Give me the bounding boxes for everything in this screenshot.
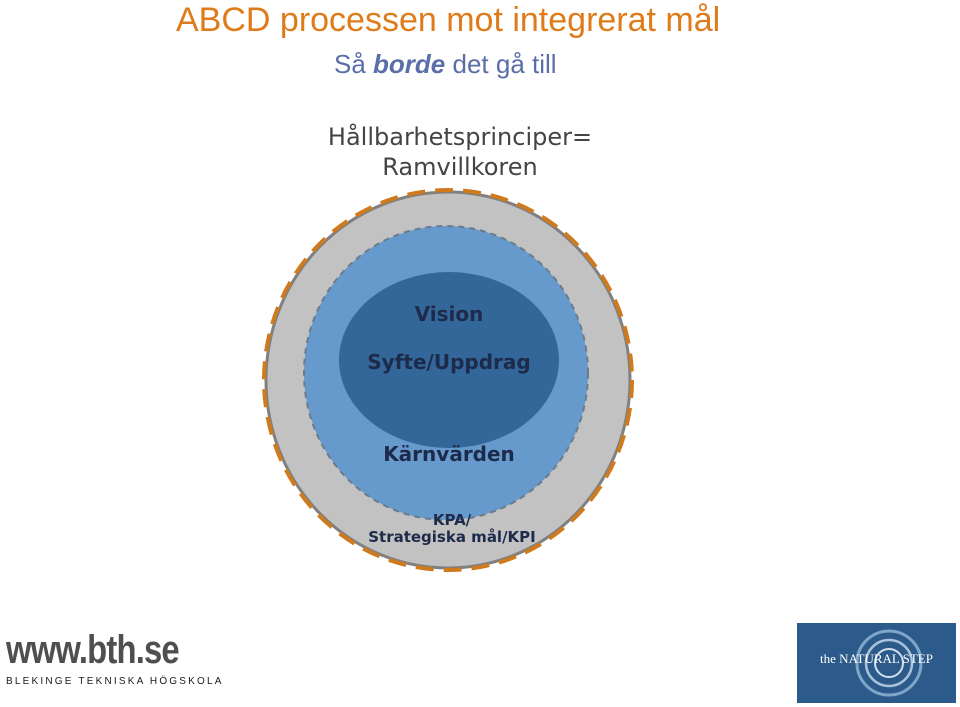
- kpa-label: KPA/: [432, 511, 472, 529]
- principles-line2: Ramvillkoren: [382, 153, 538, 181]
- bth-name: BLEKINGE TEKNISKA HÖGSKOLA: [6, 676, 224, 687]
- bth-logo: www.bth.se BLEKINGE TEKNISKA HÖGSKOLA: [6, 628, 224, 692]
- page-title: ABCD processen mot integrerat mål: [176, 1, 721, 39]
- purpose-label: Syfte/Uppdrag: [367, 350, 531, 374]
- bth-url: www.bth.se: [6, 628, 180, 672]
- strategic-goals-label: Strategiska mål/KPI: [368, 528, 536, 546]
- vision-label: Vision: [414, 302, 484, 326]
- subtitle-suffix: det gå till: [452, 49, 557, 79]
- subtitle-emphasis: borde: [373, 49, 446, 79]
- natural-step-text: the NATURAL STEP: [820, 651, 933, 666]
- outer-dashed-border: [262, 188, 634, 572]
- subtitle-prefix: Så: [334, 49, 366, 79]
- subtitle: Så borde det gå till: [334, 48, 557, 80]
- middle-dashed-border: [303, 225, 589, 521]
- principles-line1: Hållbarhetsprinciper=: [327, 123, 593, 151]
- inner-core: [339, 272, 559, 448]
- principles-heading: Hållbarhetsprinciper= Ramvillkoren: [310, 122, 610, 182]
- natural-step-logo: the NATURAL STEP: [797, 623, 956, 703]
- spiral-icon: [855, 629, 923, 697]
- core-values-label: Kärnvärden: [383, 442, 515, 466]
